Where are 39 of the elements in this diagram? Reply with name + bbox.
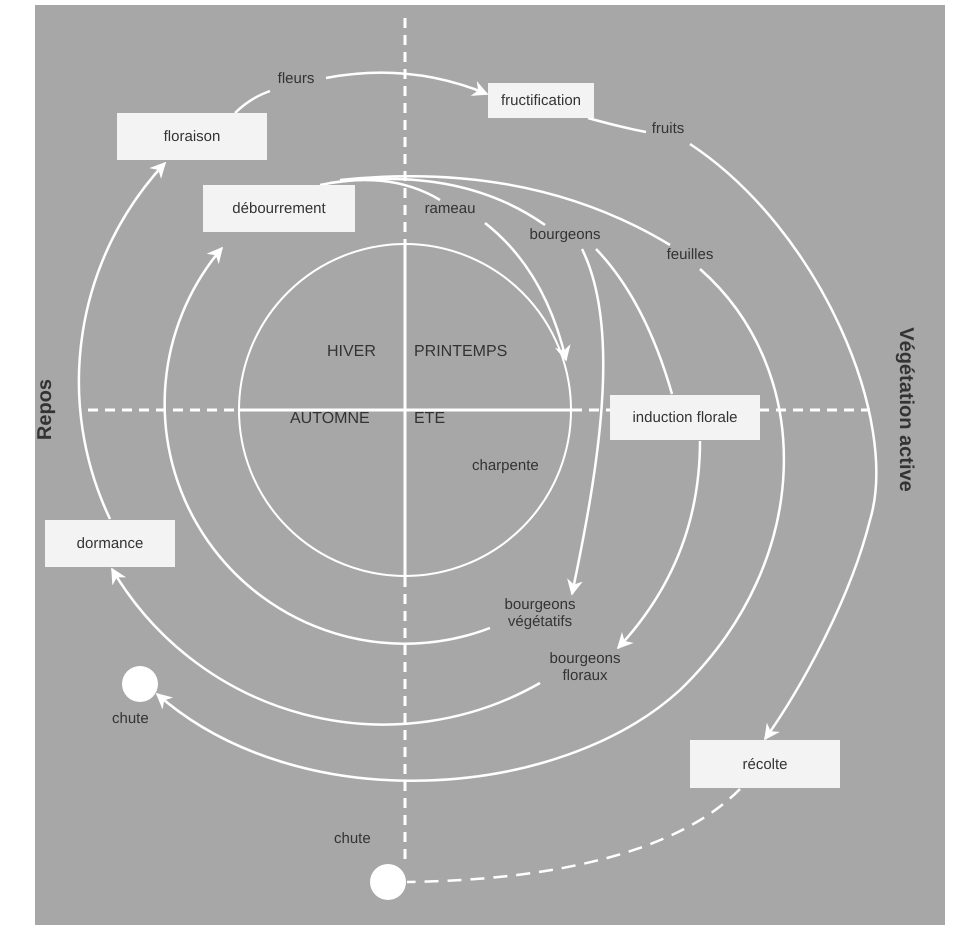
season-circle xyxy=(238,243,572,577)
stage-box: récolte xyxy=(690,740,840,788)
season-label: PRINTEMPS xyxy=(414,343,508,361)
season-label: ETE xyxy=(414,410,446,428)
arrow xyxy=(567,248,604,596)
node-caption: chute xyxy=(334,830,371,847)
connector-line xyxy=(330,178,546,226)
organ-label: bourgeons végétatifs xyxy=(490,596,590,632)
organ-label: fruits xyxy=(646,120,690,142)
connector-line xyxy=(595,248,674,394)
season-label: HIVER xyxy=(327,343,376,361)
organ-label: bourgeons floraux xyxy=(540,650,630,686)
season-label: AUTOMNE xyxy=(290,410,370,428)
organ-label: rameau xyxy=(420,200,480,222)
arrow xyxy=(78,162,166,520)
node-caption: chute xyxy=(112,710,149,727)
connector-line xyxy=(320,178,441,202)
stage-box: floraison xyxy=(117,113,267,160)
organ-label: feuilles xyxy=(658,246,722,268)
phase-label: Végétation active xyxy=(893,327,916,492)
connector-line xyxy=(340,175,671,246)
connector-line xyxy=(406,788,741,884)
stage-box: dormance xyxy=(45,520,175,567)
arrow xyxy=(616,440,702,650)
phase-label: Repos xyxy=(34,378,57,440)
stage-box: fructification xyxy=(488,83,594,118)
arrow xyxy=(689,143,878,740)
circle-label: charpente xyxy=(472,457,539,474)
stage-box: débourrement xyxy=(203,185,355,232)
arrow xyxy=(164,246,490,645)
connector-line xyxy=(234,90,270,114)
organ-label: fleurs xyxy=(268,70,324,92)
connector-line xyxy=(588,116,646,134)
arrow xyxy=(156,268,785,782)
organ-label: bourgeons xyxy=(520,226,610,248)
arrow xyxy=(110,568,541,726)
arrow xyxy=(326,71,488,96)
arrow xyxy=(484,222,570,362)
stage-box: induction florale xyxy=(610,395,760,440)
